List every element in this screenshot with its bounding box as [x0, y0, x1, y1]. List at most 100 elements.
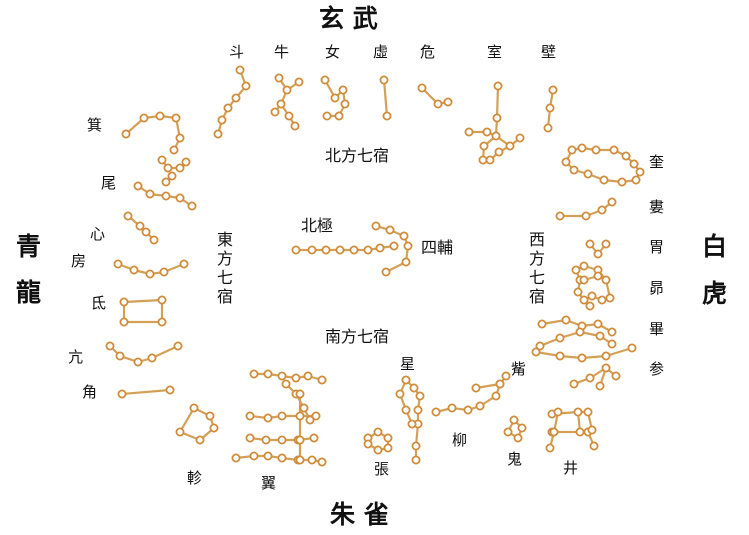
- star: [145, 269, 155, 279]
- mansion-label-bi-net: 畢: [649, 320, 665, 338]
- star: [479, 141, 489, 151]
- star: [147, 353, 157, 363]
- star: [463, 405, 473, 415]
- star: [145, 189, 155, 199]
- star: [399, 231, 409, 241]
- star: [371, 221, 381, 231]
- star: [317, 375, 327, 385]
- star: [241, 81, 251, 91]
- star: [309, 433, 319, 443]
- star: [411, 441, 421, 451]
- star: [231, 93, 241, 103]
- star: [471, 383, 481, 393]
- star: [205, 411, 215, 421]
- constellation-di-lines: [122, 298, 164, 324]
- constellation-jiao-lines: [120, 388, 172, 396]
- constellation-wei-stomach-stars: [585, 239, 611, 259]
- star: [175, 427, 185, 437]
- star: [617, 177, 627, 187]
- star: [569, 165, 579, 175]
- star: [607, 327, 617, 337]
- star: [627, 343, 637, 353]
- east-region-label: 東方七宿: [216, 230, 233, 306]
- mansion-label-jing: 井: [563, 459, 579, 477]
- star: [270, 107, 280, 117]
- star: [299, 403, 309, 413]
- star: [401, 257, 411, 267]
- star: [167, 171, 177, 181]
- star: [577, 143, 587, 153]
- constellation-gui-stars: [503, 415, 527, 443]
- constellation-niu-stars: [270, 73, 304, 131]
- star: [123, 211, 133, 221]
- constellation-fang-stars: [113, 259, 189, 279]
- star: [537, 319, 547, 329]
- star: [597, 295, 607, 305]
- constellation-kui-stars: [561, 143, 645, 187]
- star: [601, 363, 611, 373]
- star: [555, 351, 565, 361]
- star: [395, 389, 405, 399]
- star: [277, 453, 287, 463]
- star: [513, 433, 523, 443]
- star: [517, 423, 527, 433]
- star: [363, 245, 373, 255]
- west-region-label: 西方七宿: [528, 230, 545, 306]
- star: [189, 403, 199, 413]
- star: [249, 369, 259, 379]
- star: [601, 351, 611, 361]
- star: [157, 317, 167, 327]
- constellation-zhen-stars: [175, 403, 219, 445]
- star: [119, 297, 129, 307]
- star: [415, 391, 425, 401]
- constellation-nu-stars: [320, 75, 350, 121]
- star: [349, 245, 359, 255]
- star: [320, 75, 330, 85]
- constellation-xing-stars: [395, 375, 425, 465]
- star: [375, 243, 385, 253]
- star: [133, 357, 143, 367]
- star: [274, 73, 284, 83]
- star: [373, 427, 383, 437]
- constellation-ji-stars: [121, 111, 185, 155]
- mansion-label-zhang: 張: [374, 460, 390, 478]
- star: [411, 455, 421, 465]
- south-region-label: 南方七宿: [325, 327, 390, 346]
- star: [575, 327, 585, 337]
- star: [175, 193, 185, 203]
- south-guardian-label: 朱 雀: [330, 500, 389, 529]
- star: [105, 341, 115, 351]
- star: [593, 249, 603, 259]
- star: [464, 127, 474, 137]
- star: [509, 415, 519, 425]
- star: [249, 451, 259, 461]
- star: [409, 383, 419, 393]
- star: [555, 333, 565, 343]
- west-guardian-label-bottom: 虎: [702, 279, 728, 308]
- star: [401, 375, 411, 385]
- star: [505, 141, 515, 151]
- star: [569, 379, 579, 389]
- star: [382, 111, 392, 121]
- star: [579, 261, 589, 271]
- star: [290, 121, 300, 131]
- star: [165, 385, 175, 395]
- star: [407, 419, 417, 429]
- star: [311, 411, 321, 421]
- star: [585, 301, 595, 311]
- mansion-label-lou: 婁: [649, 198, 665, 216]
- star: [585, 239, 595, 249]
- mansion-label-nu: 女: [325, 43, 341, 61]
- star: [121, 129, 131, 139]
- star: [591, 145, 601, 155]
- star: [295, 455, 305, 465]
- star: [601, 239, 611, 249]
- mansion-label-kui: 奎: [649, 153, 665, 171]
- star: [555, 211, 565, 221]
- star: [181, 157, 191, 167]
- star: [317, 457, 327, 467]
- constellation-zhang-stars: [363, 427, 393, 455]
- mansion-label-xing: 星: [400, 355, 416, 373]
- constellation-xin-stars: [123, 211, 159, 245]
- star: [284, 111, 294, 121]
